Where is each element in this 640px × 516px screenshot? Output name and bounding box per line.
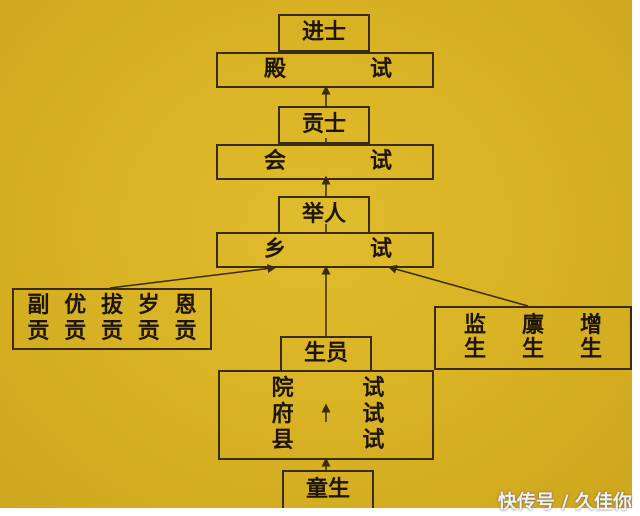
jiansheng-top-2: 廪	[521, 313, 544, 338]
node-dianshi: 殿 试	[216, 52, 434, 88]
jiansheng-bottom-3: 生	[579, 337, 602, 362]
gongsheng-top-2: 优	[64, 293, 87, 318]
arrow-gongsheng-to-xiangshi	[109, 264, 277, 289]
gongsheng-top-5: 恩	[174, 293, 197, 318]
gongsheng-top-3: 拔	[100, 293, 123, 318]
node-lower-exams: 院 试 府 试 县 试	[218, 370, 434, 460]
node-jiansheng-group: 监 廪 增 生 生 生	[434, 306, 632, 370]
gongsheng-bottom-5: 贡	[174, 319, 197, 344]
arrow-jiansheng-to-xiangshi	[387, 264, 529, 307]
gongsheng-bottom-1: 贡	[27, 319, 50, 344]
jiansheng-top-1: 监	[463, 313, 486, 338]
node-xiangshi-char-2: 试	[369, 237, 392, 262]
lower-exam-fu-shi: 试	[362, 402, 385, 427]
gongsheng-bottom-2: 贡	[64, 319, 87, 344]
gongsheng-bottom-4: 贡	[137, 319, 160, 344]
lower-exam-fu: 府	[271, 402, 294, 427]
node-gongsheng-group: 副 优 拔 岁 恩 贡 贡 贡 贡 贡	[12, 288, 212, 350]
gongsheng-top-1: 副	[27, 293, 50, 318]
jiansheng-bottom-1: 生	[463, 337, 486, 362]
diagram-board: 进士 殿 试 贡士 会 试 举人 乡 试 副 优 拔 岁 恩 贡 贡 贡 贡 贡…	[0, 0, 632, 508]
watermark-text: 快传号 / 久佳你	[497, 491, 632, 513]
node-juren-label: 举人	[301, 202, 346, 227]
node-xiangshi-char-1: 乡	[264, 237, 287, 262]
node-dianshi-char-1: 殿	[264, 57, 287, 82]
node-huishi: 会 试	[216, 144, 434, 180]
node-juren: 举人	[278, 196, 370, 234]
node-tongsheng: 童生	[282, 470, 374, 508]
lower-exam-yuan-shi: 试	[362, 376, 385, 401]
node-huishi-char-1: 会	[264, 149, 287, 174]
connector-lines	[109, 50, 529, 470]
jiansheng-bottom-2: 生	[521, 337, 544, 362]
node-tongsheng-label: 童生	[305, 477, 350, 502]
node-xiangshi: 乡 试	[216, 232, 434, 268]
node-dianshi-char-2: 试	[369, 57, 392, 82]
lower-exam-yuan: 院	[271, 376, 294, 401]
node-jinshi-label: 进士	[301, 20, 346, 45]
jiansheng-top-3: 增	[579, 313, 602, 338]
gongsheng-top-4: 岁	[137, 293, 160, 318]
gongsheng-bottom-3: 贡	[100, 319, 123, 344]
lower-exam-xian-shi: 试	[362, 428, 385, 453]
node-huishi-char-2: 试	[369, 149, 392, 174]
lower-exam-xian: 县	[271, 428, 294, 453]
node-shengyuan-label: 生员	[303, 341, 348, 366]
node-shengyuan: 生员	[280, 336, 372, 372]
node-gongshi: 贡士	[278, 106, 370, 144]
node-jinshi: 进士	[278, 14, 370, 52]
node-gongshi-label: 贡士	[301, 112, 346, 137]
